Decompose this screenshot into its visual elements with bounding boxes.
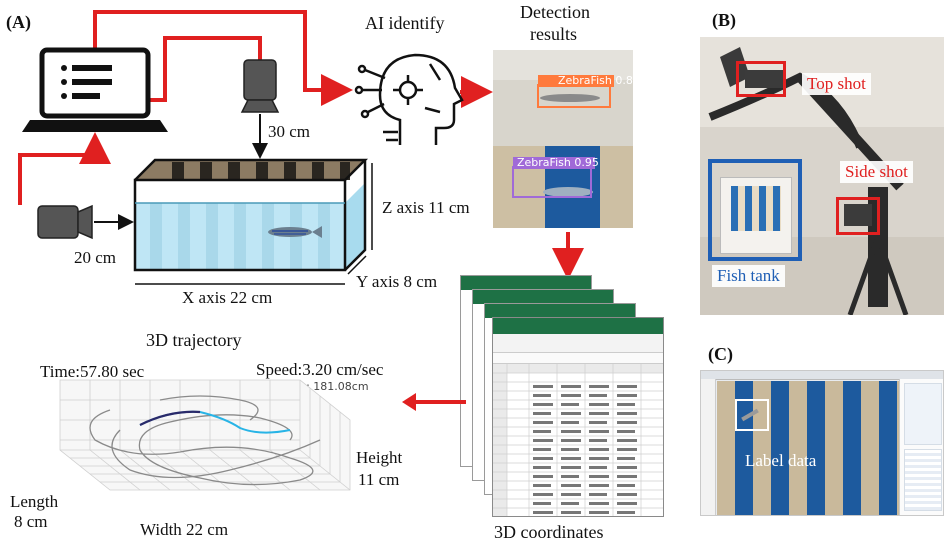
speed-label: Speed:3.20 cm/sec	[256, 360, 384, 379]
det-side-label: ZebraFish 0.95	[517, 156, 599, 169]
spreadsheet-grid	[493, 364, 663, 516]
spreadsheet-stack	[460, 275, 670, 525]
setup-diagram: ZebraFish 0.88 ZebraFish 0.95	[18, 10, 640, 285]
top-shot-label: Top shot	[802, 73, 871, 95]
side-shot-label: Side shot	[840, 161, 913, 183]
fish-tank-label: Fish tank	[712, 265, 785, 287]
rig-arm	[708, 47, 909, 315]
det-top-label: ZebraFish 0.88	[558, 74, 640, 87]
height-label-2: 11 cm	[358, 470, 400, 489]
width-label: Width 22 cm	[140, 520, 229, 539]
top-shot-box	[736, 61, 786, 97]
fish-tank-photo	[720, 177, 792, 254]
detection-result-image	[493, 50, 633, 228]
labeled-frame	[717, 381, 899, 515]
side-camera-icon	[37, 204, 93, 240]
label-data-text: Label data	[745, 451, 817, 470]
top-camera-icon	[240, 59, 280, 113]
label-bounding-box	[735, 399, 769, 431]
detection-results-label-2: results	[530, 24, 577, 44]
panel-label-c: (C)	[708, 344, 733, 364]
distance-side-label: 20 cm	[74, 248, 117, 267]
labeling-tool-screenshot: Label data	[700, 370, 944, 516]
y-axis-label: Y axis 8 cm	[356, 272, 438, 291]
z-axis-label: Z axis 11 cm	[382, 198, 470, 217]
panel-label-a: (A)	[6, 12, 31, 32]
zebrafish-icon	[268, 226, 322, 238]
distance-top-label: 30 cm	[268, 122, 311, 141]
ai-head-icon	[354, 53, 464, 145]
arrow-to-trajectory	[402, 393, 466, 411]
length-label-2: 8 cm	[14, 512, 48, 531]
x-axis-label: X axis 22 cm	[182, 288, 273, 307]
trajectory-title: 3D trajectory	[146, 330, 242, 350]
length-label-1: Length	[10, 492, 59, 511]
time-label: Time:57.80 sec	[40, 362, 145, 381]
fish-tank-box	[708, 159, 802, 261]
laptop-icon	[22, 47, 168, 132]
side-shot-box	[836, 197, 880, 235]
rig-photo: Top shot Side shot Fish tank	[700, 37, 944, 315]
detection-results-label-1: Detection	[520, 2, 590, 22]
panel-label-b: (B)	[712, 10, 736, 30]
spreadsheet-front	[492, 317, 664, 517]
ai-identify-label: AI identify	[365, 13, 445, 33]
red-connectors	[18, 10, 493, 205]
trajectory-plot	[59, 379, 351, 491]
coords-title: 3D coordinates	[494, 522, 604, 542]
height-label-1: Height	[356, 448, 403, 467]
fish-tank-diagram	[133, 158, 373, 285]
